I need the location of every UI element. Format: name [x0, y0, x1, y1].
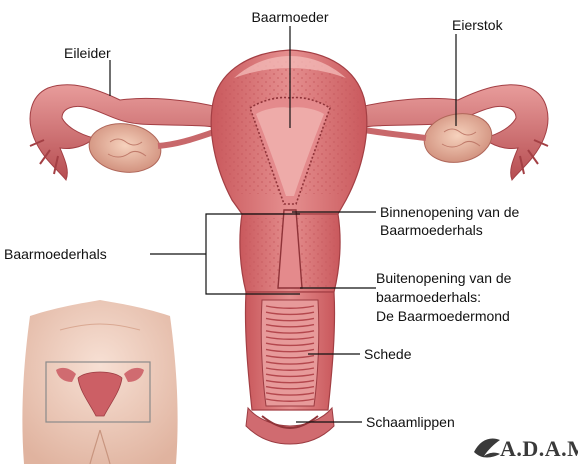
- labia: [246, 408, 334, 444]
- inset-body-figure: [22, 300, 177, 464]
- brand-name: A.D.A.M.: [500, 436, 578, 461]
- uterus: [211, 50, 367, 214]
- adam-logo: A.D.A.M.: [474, 436, 578, 461]
- label-buitenopening-line2: baarmoederhals:: [376, 289, 481, 305]
- label-baarmoeder: Baarmoeder: [251, 9, 328, 25]
- leaf-icon: [474, 439, 500, 458]
- label-buitenopening-line1: Buitenopening van de: [376, 270, 512, 286]
- vagina: [245, 292, 334, 410]
- label-eileider: Eileider: [64, 45, 111, 61]
- label-buitenopening-line3: De Baarmoedermond: [376, 308, 510, 324]
- label-binnenopening-line2: Baarmoederhals: [380, 222, 483, 238]
- label-binnenopening-line1: Binnenopening van de: [380, 204, 520, 220]
- label-baarmoederhals: Baarmoederhals: [4, 246, 107, 262]
- left-ovary: [86, 119, 164, 177]
- label-schede: Schede: [364, 346, 412, 362]
- label-eierstok: Eierstok: [452, 17, 504, 33]
- label-schaamlippen: Schaamlippen: [366, 414, 455, 430]
- cervix: [240, 210, 340, 292]
